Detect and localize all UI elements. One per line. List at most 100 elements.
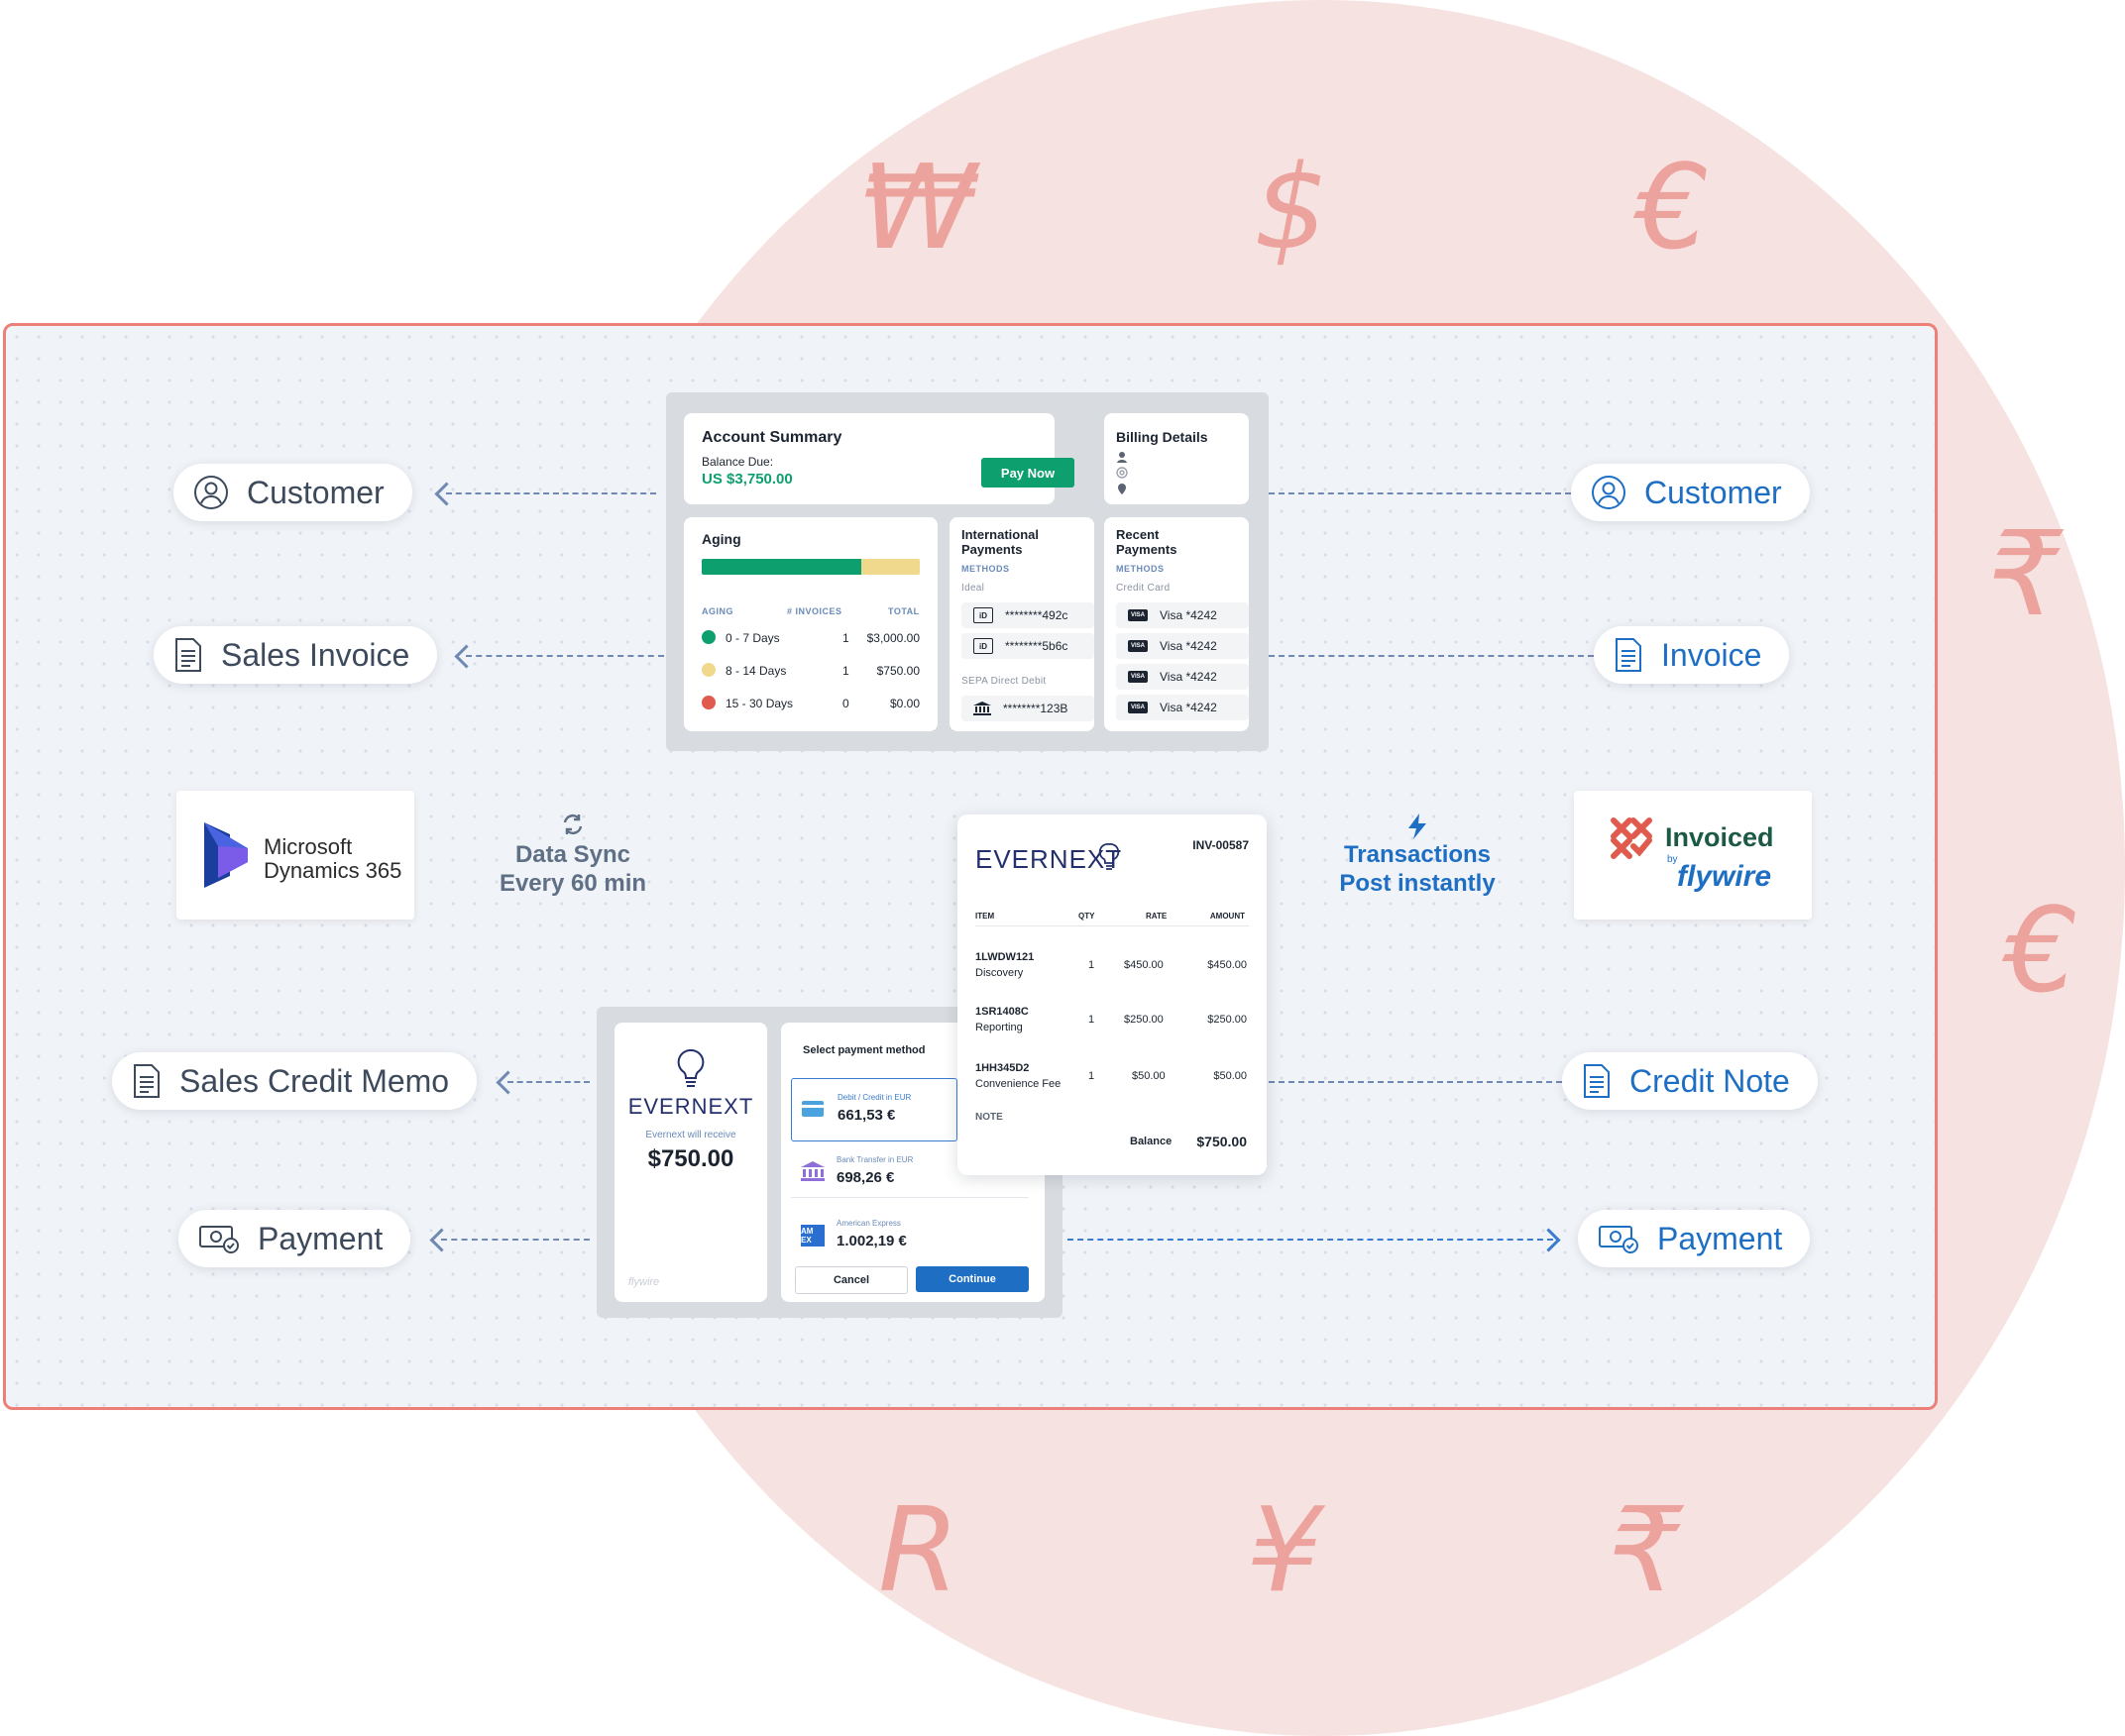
- by-label: by: [1667, 854, 1678, 865]
- aging-row-label: 0 - 7 Days: [726, 631, 780, 645]
- invoice-divider: [975, 925, 1249, 926]
- balance-label: Balance Due:: [702, 455, 774, 469]
- sync-line2: Every 60 min: [499, 870, 647, 897]
- data-sync-label: Data Sync Every 60 min: [466, 840, 680, 898]
- col-amount: AMOUNT: [1209, 912, 1245, 921]
- note-label: NOTE: [975, 1112, 1003, 1123]
- pill-payment-left: Payment: [178, 1210, 411, 1267]
- option-amount: 698,26 €: [837, 1169, 895, 1186]
- dynamics-logo-icon: [204, 822, 248, 888]
- location-icon: [1118, 484, 1126, 494]
- item-code: 1HH345D2: [975, 1062, 1030, 1074]
- lightbulb-icon: [677, 1048, 705, 1087]
- recent-payment-item[interactable]: VISA Visa *4242: [1116, 695, 1249, 720]
- aging-card: Aging AGING # INVOICES TOTAL 0 - 7 Days …: [684, 517, 938, 731]
- payment-option-bank[interactable]: Bank Transfer in EUR 698,26 €: [791, 1147, 1029, 1198]
- item-rate: $250.00: [1124, 1014, 1164, 1026]
- recent-payment-label: Visa *4242: [1160, 701, 1217, 714]
- invoiced-brand: Invoiced: [1665, 822, 1774, 852]
- dynamics-logo-card: Microsoft Dynamics 365: [176, 791, 414, 920]
- item-desc: Reporting: [975, 1022, 1023, 1033]
- ideal-item[interactable]: iD ********492c: [961, 602, 1094, 628]
- account-summary-title: Account Summary: [702, 429, 842, 446]
- transactions-line1: Transactions: [1343, 841, 1492, 868]
- pill-label: Sales Credit Memo: [179, 1062, 450, 1099]
- connector-credit-right: [1269, 1081, 1562, 1083]
- dollar-symbol: $: [1254, 139, 1329, 275]
- sepa-item[interactable]: ********123B: [961, 696, 1094, 721]
- item-qty: 1: [1088, 959, 1095, 971]
- recent-payment-label: Visa *4242: [1160, 608, 1217, 622]
- merchant-brand: EVERNEXT: [627, 1094, 754, 1119]
- aging-row-count: 0: [842, 697, 849, 710]
- aging-dot: [702, 630, 716, 644]
- document-icon: [1584, 1064, 1610, 1098]
- option-label: American Express: [837, 1219, 901, 1228]
- document-icon: [134, 1064, 160, 1098]
- item-amount: $450.00: [1207, 959, 1247, 971]
- item-code: 1SR1408C: [975, 1006, 1029, 1018]
- euro-symbol: €: [1635, 139, 1711, 275]
- ideal-icon: iD: [973, 607, 993, 623]
- receive-amount: $750.00: [647, 1145, 734, 1172]
- aging-row-label: 15 - 30 Days: [726, 697, 794, 710]
- connector-invoice-left: [466, 655, 664, 657]
- col-item: ITEM: [975, 912, 995, 921]
- col-rate: RATE: [1146, 912, 1168, 921]
- connector-customer-right: [1269, 492, 1571, 494]
- pill-payment-right: Payment: [1578, 1210, 1811, 1267]
- bank-icon: [801, 1161, 825, 1181]
- aging-row-count: 1: [842, 664, 849, 678]
- aging-dot: [702, 663, 716, 677]
- visa-icon: VISA: [1128, 702, 1148, 713]
- payment-option-amex[interactable]: AM EX American Express 1.002,19 €: [791, 1209, 1029, 1258]
- pill-label: Customer: [247, 474, 385, 510]
- credit-card-icon: [802, 1101, 824, 1117]
- item-rate: $450.00: [1124, 959, 1164, 971]
- euro-symbol-right: €: [2004, 882, 2079, 1019]
- item-desc: Discovery: [975, 967, 1024, 979]
- connector-invoice-right: [1269, 655, 1594, 657]
- cancel-button[interactable]: Cancel: [795, 1266, 908, 1294]
- invoiced-logo-icon: [1611, 817, 1652, 859]
- ideal-item-label: ********5b6c: [1005, 639, 1068, 653]
- billing-title: Billing Details: [1116, 429, 1208, 445]
- item-rate: $50.00: [1132, 1070, 1166, 1082]
- item-qty: 1: [1088, 1014, 1095, 1026]
- aging-dot: [702, 696, 716, 709]
- continue-button[interactable]: Continue: [916, 1266, 1029, 1292]
- sepa-item-label: ********123B: [1003, 702, 1068, 715]
- rupee-symbol: ₹: [1987, 505, 2063, 642]
- pill-label: Payment: [1657, 1220, 1783, 1256]
- item-amount: $50.00: [1213, 1070, 1247, 1082]
- payment-option-card[interactable]: Debit / Credit in EUR 661,53 €: [791, 1078, 957, 1141]
- pill-label: Sales Invoice: [221, 636, 410, 673]
- aging-row-total: $3,000.00: [866, 631, 920, 645]
- won-symbol: ₩: [860, 139, 976, 275]
- ideal-item[interactable]: iD ********5b6c: [961, 633, 1094, 659]
- pill-customer-right: Customer: [1571, 464, 1810, 521]
- merchant-panel: EVERNEXT Evernext will receive $750.00 f…: [615, 1023, 767, 1302]
- amex-icon: AM EX: [801, 1225, 825, 1247]
- aging-bar-fill: [702, 559, 861, 575]
- pay-now-button[interactable]: Pay Now: [981, 458, 1074, 488]
- select-method-title: Select payment method: [803, 1044, 926, 1056]
- ideal-label: Ideal: [961, 583, 985, 594]
- recent-payment-label: Visa *4242: [1160, 639, 1217, 653]
- rupee-symbol-bottom: ₹: [1608, 1481, 1683, 1618]
- recent-title-2: Payments: [1116, 542, 1177, 557]
- invoice-brand: EVERNEXT: [975, 844, 1123, 874]
- recent-payment-label: Visa *4242: [1160, 670, 1217, 684]
- item-amount: $250.00: [1207, 1014, 1247, 1026]
- option-label: Bank Transfer in EUR: [837, 1155, 914, 1164]
- pill-customer-left: Customer: [173, 464, 412, 521]
- account-dashboard: Account Summary Balance Due: US $3,750.0…: [666, 392, 1269, 751]
- ideal-item-label: ********492c: [1005, 608, 1068, 622]
- transactions-line2: Post instantly: [1339, 870, 1496, 897]
- aging-row-count: 1: [842, 631, 849, 645]
- item-qty: 1: [1088, 1070, 1095, 1082]
- aging-bar: [702, 559, 920, 575]
